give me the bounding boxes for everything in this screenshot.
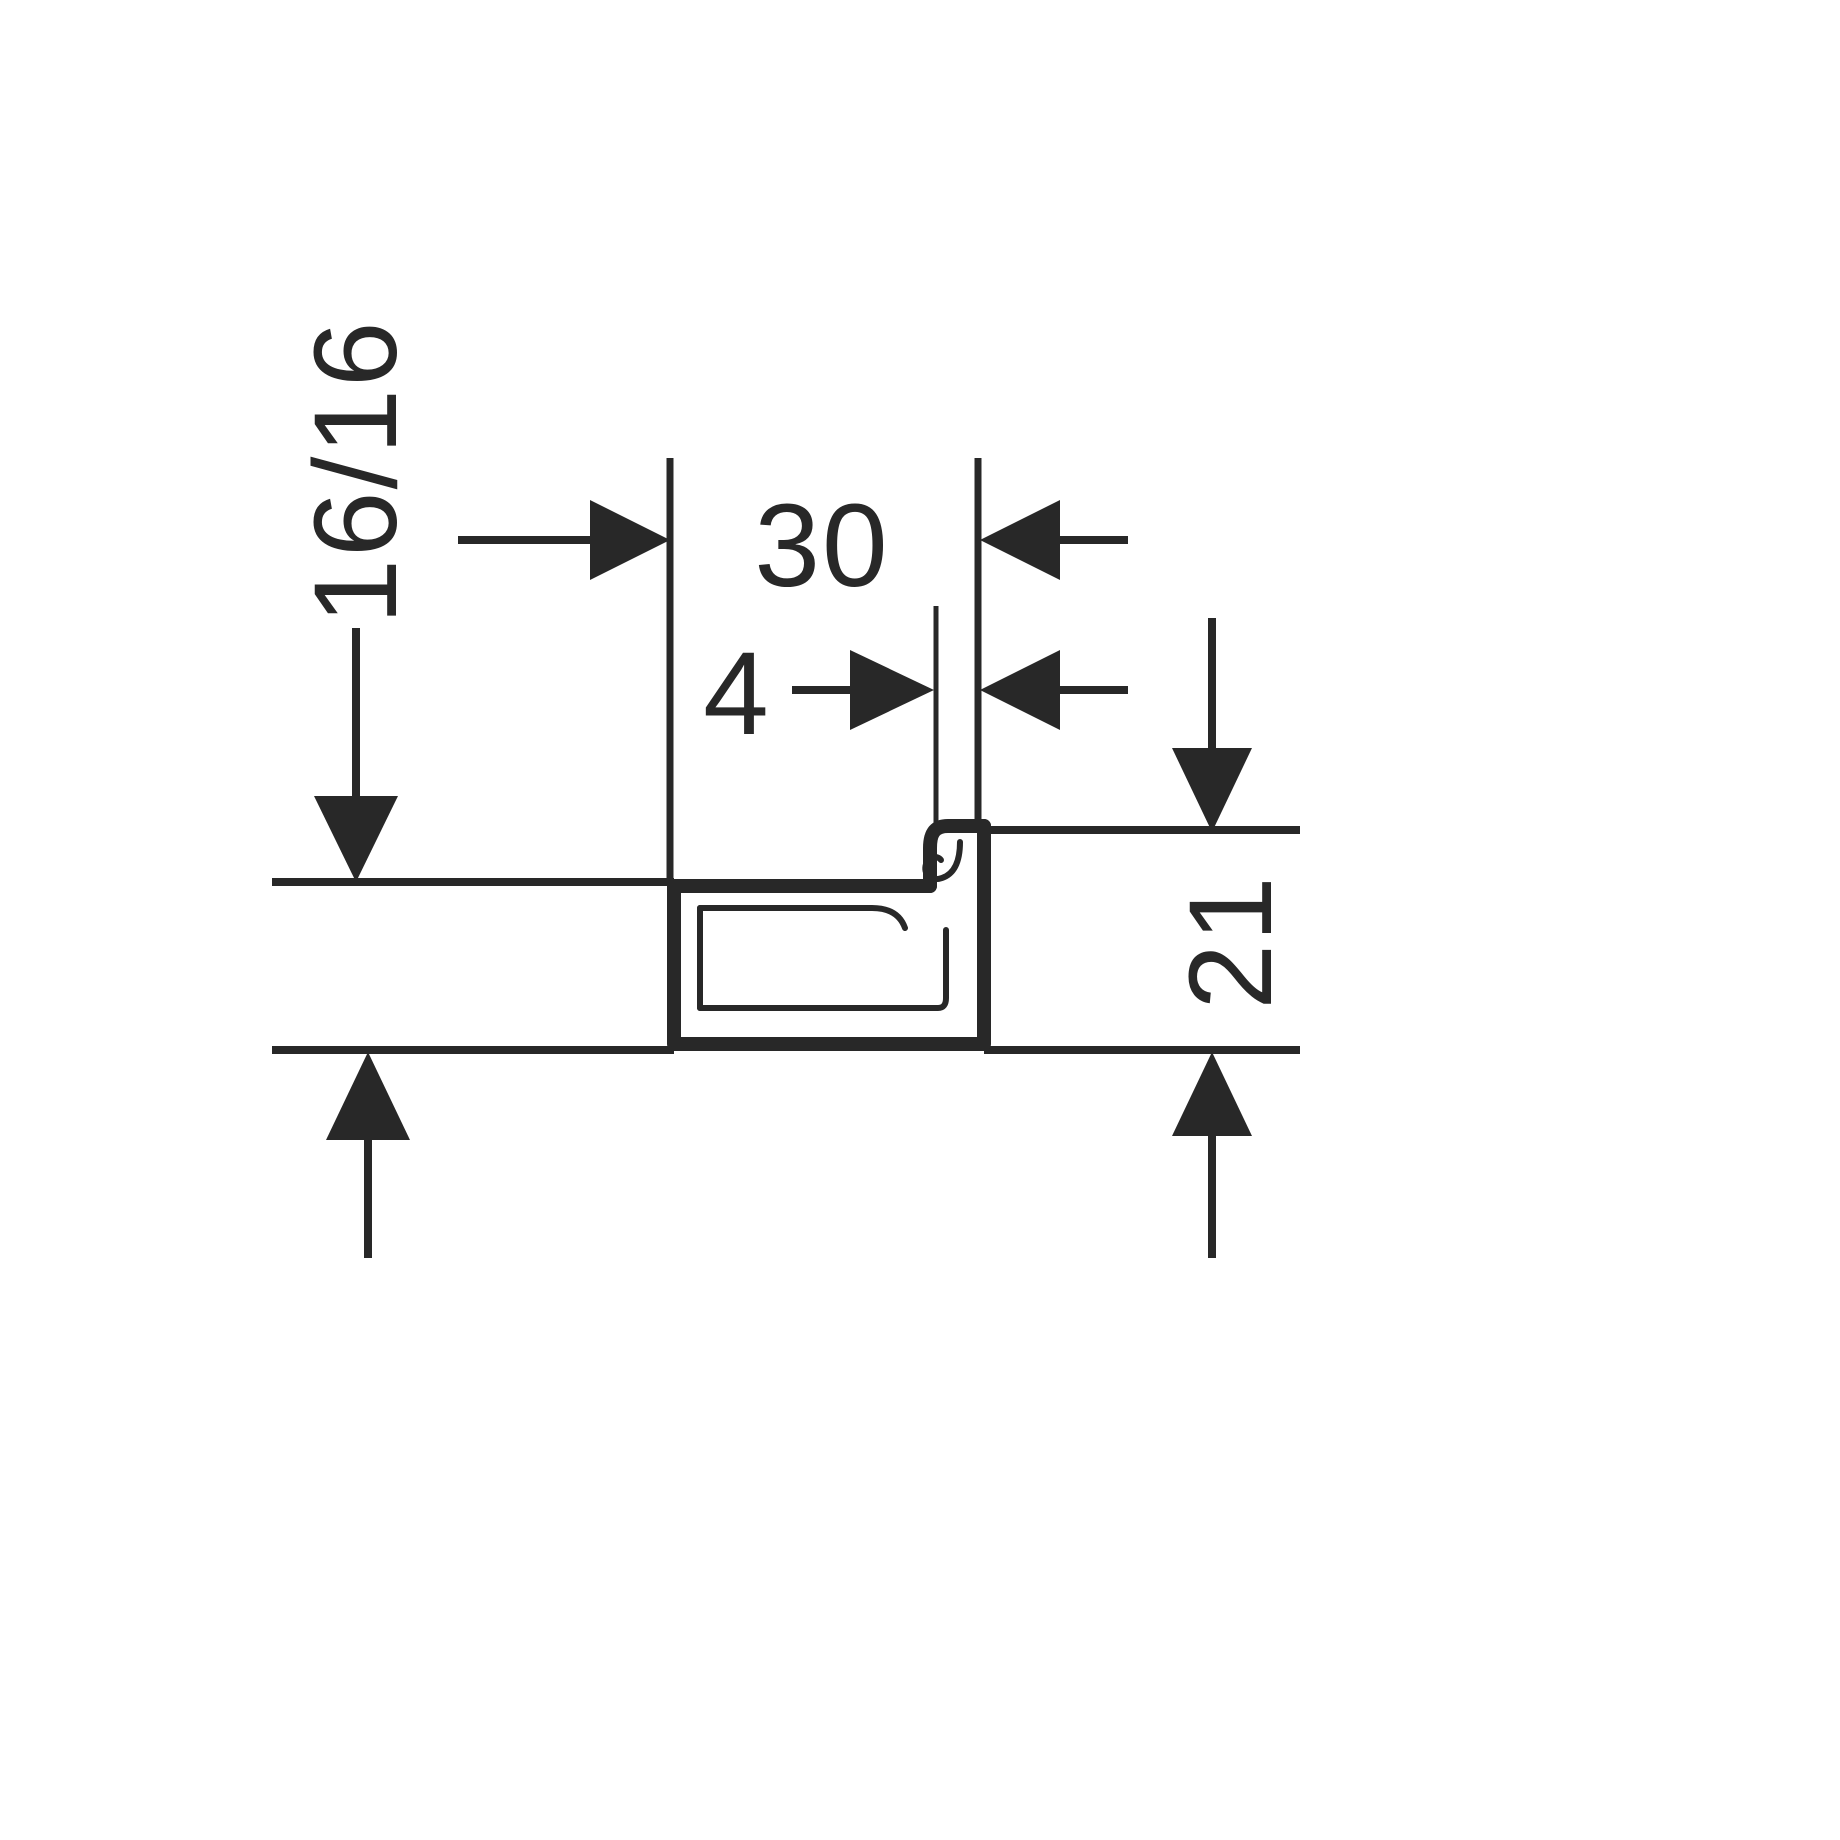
arrowhead-4-left-icon — [980, 650, 1060, 730]
arrowhead-30-left-icon — [980, 500, 1060, 580]
part-cross-section — [667, 819, 991, 1051]
part-inner-curl — [922, 839, 963, 882]
arrowhead-21-down-icon — [1172, 748, 1252, 832]
arrowheads — [314, 500, 1252, 1140]
part-inner-top — [697, 905, 908, 931]
arrowhead-30-right-icon — [590, 500, 670, 580]
arrowhead-21-up-icon — [1172, 1052, 1252, 1136]
arrowhead-4-right-icon — [850, 650, 934, 730]
dimension-lines — [272, 458, 1300, 1258]
part-hook-lip — [923, 819, 991, 893]
part-outer-contour — [667, 819, 991, 1051]
arrowhead-16-down-icon — [314, 796, 398, 882]
dim-label-4: 4 — [703, 628, 771, 760]
dim-label-16-16: 16/16 — [290, 319, 422, 624]
dim-label-21: 21 — [1165, 874, 1297, 1009]
dimension-labels: 16/16 30 4 21 — [290, 319, 1297, 1009]
arrowhead-bottom-left-up-icon — [326, 1052, 410, 1140]
dim-label-30: 30 — [754, 480, 889, 612]
part-inner-bottom-right — [697, 927, 949, 1011]
